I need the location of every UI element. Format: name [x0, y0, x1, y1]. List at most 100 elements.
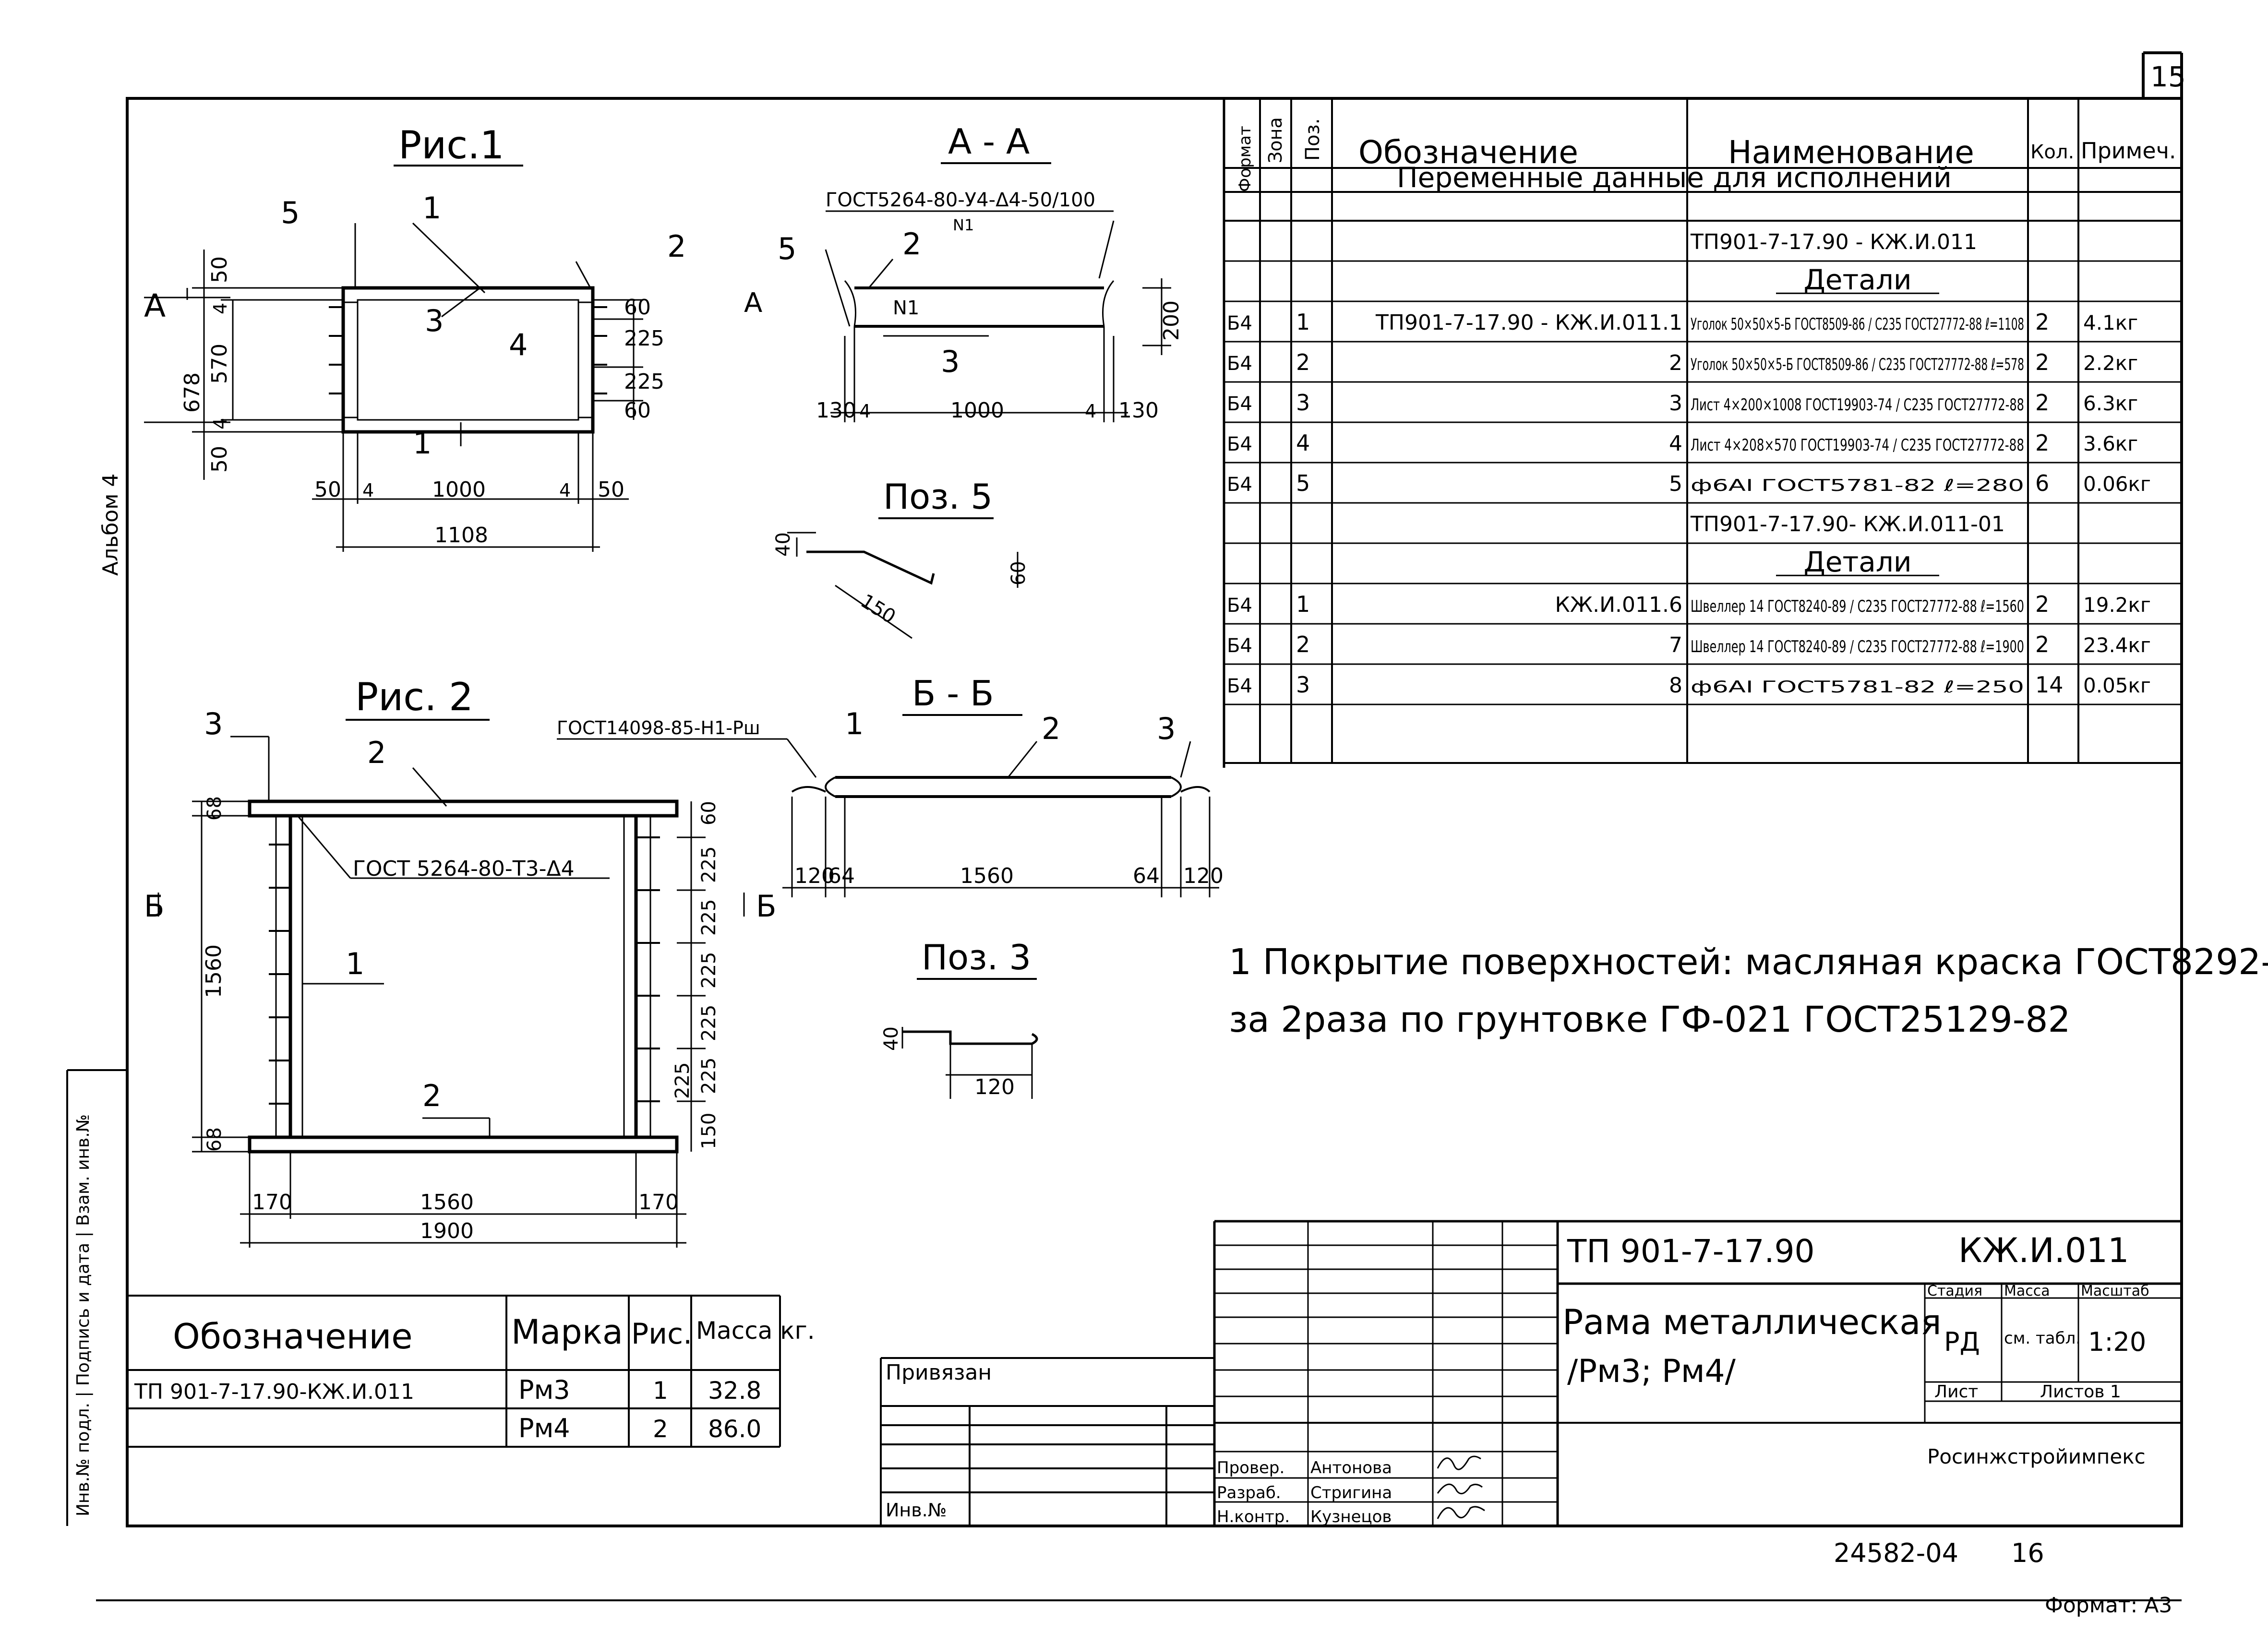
spec-cell-des: 3 [1669, 391, 1682, 416]
spec-variable-title: Переменные данные для исполнений [1397, 161, 1952, 194]
fig1-dim-total-left: 678 [180, 372, 204, 413]
fig2-pos-2b: 2 [422, 1078, 441, 1113]
title-name-line-2: /Рм3; Рм4/ [1567, 1353, 1736, 1390]
spec-cell-name: Уголок 50×50×5-Б ГОСТ8509-86 / С235 ГОСТ… [1691, 315, 2024, 334]
marks-header-designation: Обозначение [173, 1316, 413, 1357]
fig2-dim-bottom-2: 170 [638, 1190, 679, 1215]
fig2-section-mark-right: Б [756, 889, 777, 924]
fig2: Рис. 2 [144, 675, 777, 1248]
fig1-dim-right-2: 225 [624, 369, 664, 394]
section-aa-pos-3: 3 [941, 344, 960, 379]
section-bb-pos-2: 2 [1042, 711, 1060, 746]
spec-cell-qty: 2 [2035, 591, 2049, 617]
fig1-pos-4: 4 [509, 327, 528, 362]
side-stamp-text: Инв.№ подл. | Подпись и дата | Взам. инв… [73, 1114, 93, 1516]
fig2-weld-note: ГОСТ 5264-80-Т3-Δ4 [353, 857, 575, 881]
section-aa-title: А - А [948, 121, 1030, 162]
fig2-dim-left-2: 68 [204, 1127, 226, 1152]
spec-cell-qty: 2 [2035, 390, 2049, 416]
section-bb-title: Б - Б [912, 673, 994, 714]
spec-cell-pos: 2 [1296, 631, 1310, 657]
spec-cell-note: 19.2кг [2083, 593, 2151, 617]
section-aa-weld-note: ГОСТ5264-80-У4-Δ4-50/100 [826, 189, 1095, 211]
section-aa-weld-note2: N1 [953, 216, 974, 234]
fig1-pos-3: 3 [425, 303, 444, 338]
fig2-dim-bottom-1: 1560 [420, 1190, 474, 1215]
fig1-dim-right-0: 60 [624, 295, 651, 320]
fig1-dim-left-1: 4 [210, 303, 231, 314]
marks-row-0-mass: 32.8 [708, 1377, 761, 1405]
title-role-2: Н.контр. [1217, 1507, 1290, 1526]
fig2-section-mark-left: Б [144, 889, 165, 924]
spec-cell-qty: 2 [2035, 349, 2049, 375]
fig2-dim-right-1: 225 [698, 846, 720, 883]
fig2-dim-right-2: 225 [698, 899, 720, 936]
fig2-pos-3: 3 [204, 706, 223, 741]
spec-cell-name: Уголок 50×50×5-Б ГОСТ8509-86 / С235 ГОСТ… [1691, 355, 2024, 374]
title-role-1: Разраб. [1217, 1483, 1281, 1502]
title-project: ТП 901-7-17.90 [1567, 1233, 1814, 1270]
spec-cell-des: КЖ.И.011.6 [1555, 593, 1682, 617]
title-name-line-1: Рама металлическая [1562, 1302, 1942, 1342]
note-line-1: 1 Покрытие поверхностей: масляная краска… [1229, 941, 2268, 983]
fig2-dim-right-7: 150 [698, 1113, 720, 1149]
side-stamp [66, 1069, 127, 1526]
fig1-title: Рис.1 [398, 123, 504, 167]
fig1-dim-left-3: 4 [210, 418, 231, 429]
spec-cell-pos: 4 [1296, 430, 1310, 456]
archive-page: 16 [2011, 1538, 2044, 1568]
spec-cell-qty: 6 [2035, 470, 2049, 496]
title-person-1: Стригина [1310, 1483, 1392, 1502]
fig1-dim-left-4: 50 [207, 446, 232, 473]
fig2-title: Рис. 2 [355, 675, 473, 719]
spec-header-designation: Обозначение [1358, 134, 1578, 171]
spec-cell-qty: 2 [2035, 631, 2049, 657]
archive-number: 24582-04 [1834, 1538, 1958, 1568]
spec-cell-qty: 14 [2035, 672, 2064, 698]
inventory-label: Инв.№ [886, 1500, 947, 1521]
fig1-pos-1: 1 [422, 191, 441, 226]
fig2-dim-right-0: 60 [698, 801, 720, 825]
spec-cell-note: 4.1кг [2083, 311, 2138, 334]
binding-label: Привязан [886, 1360, 992, 1385]
section-bb-dim-bottom-4: 120 [1183, 864, 1224, 888]
spec-header-zone: Зона [1265, 117, 1286, 163]
section-aa-n-mark: N1 [893, 297, 919, 319]
spec-cell-name: ф6АI ГОСТ5781-82 ℓ=250 [1691, 678, 2024, 697]
fig1-dim-bottom-2: 1000 [432, 477, 486, 502]
poz5-dim-0: 40 [772, 532, 794, 557]
fig1-dim-bottom-3: 4 [559, 480, 571, 501]
marks-header-mass: Масса кг. [696, 1317, 815, 1345]
spec-cell-fmt: Б4 [1227, 595, 1252, 617]
fig2-pos-2: 2 [367, 735, 386, 770]
poz5-dim-2: 150 [857, 590, 900, 628]
fig1-pos-2: 2 [667, 229, 686, 264]
marks-row-1-mass: 86.0 [708, 1415, 761, 1443]
section-bb-dim-bottom-1: 64 [828, 864, 855, 888]
poz5-dim-1: 60 [1008, 561, 1030, 585]
spec-cell-name: Швеллер 14 ГОСТ8240-89 / С235 ГОСТ27772-… [1691, 597, 2024, 616]
marks-row-0-fig: 1 [653, 1377, 668, 1405]
spec-cell-name: Детали [1803, 546, 1911, 578]
spec-cell-qty: 2 [2035, 309, 2049, 335]
poz3-dim-0: 40 [880, 1026, 902, 1051]
spec-cell-des: 4 [1669, 431, 1682, 456]
section-aa-dim-bottom-3: 4 [1085, 401, 1096, 422]
spec-cell-fmt: Б4 [1227, 635, 1252, 657]
marks-header-fig: Рис. [631, 1317, 692, 1351]
fig1-dim-right-1: 225 [624, 326, 664, 351]
spec-cell-qty: 2 [2035, 430, 2049, 456]
sheet-frame [96, 51, 2183, 1601]
section-aa-pos-5: 5 [778, 231, 796, 266]
fig2-pos-1: 1 [346, 946, 364, 981]
marks-table: Обозначение Марка Рис. Масса кг. ТП 901-… [127, 1295, 815, 1448]
fig1-dim-total-bottom: 1108 [434, 523, 488, 548]
signatures [1437, 1455, 1485, 1519]
spec-header-format: Формат [1236, 126, 1255, 192]
title-mass: см. табл. [2004, 1329, 2081, 1348]
note-line-2: за 2раза по грунтовке ГФ-021 ГОСТ25129-8… [1229, 999, 2071, 1040]
fig1-pos-1b: 1 [413, 426, 432, 461]
title-scale: 1:20 [2088, 1327, 2146, 1357]
sheet-number: 15 [2150, 60, 2186, 93]
